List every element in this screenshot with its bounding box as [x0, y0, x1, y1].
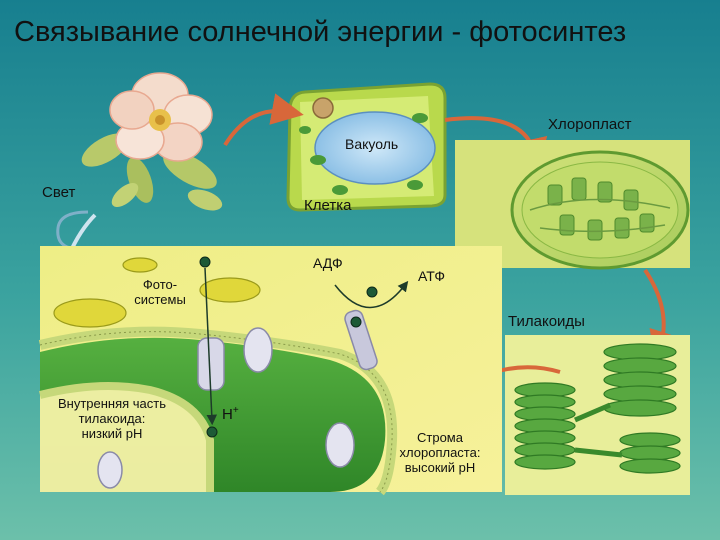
label-adp: АДФ: [313, 255, 343, 271]
label-light: Свет: [42, 184, 76, 201]
flower: [81, 72, 223, 211]
plant-cell: [286, 82, 447, 212]
label-stroma: Строма хлоропласта: высокий pH: [399, 430, 481, 475]
label-proton: H+: [222, 405, 239, 423]
label-atp: АТФ: [418, 268, 445, 284]
label-vacuole: Вакуоль: [345, 136, 399, 152]
membrane-detail-panel: [38, 246, 502, 496]
page-title: Связывание солнечной энергии - фотосинте…: [14, 16, 627, 48]
label-chloroplast: Хлоропласт: [548, 116, 632, 133]
label-photosystems: Фото- системы: [134, 277, 186, 307]
thylakoid-grana-panel: [505, 335, 690, 495]
label-cell: Клетка: [304, 197, 352, 214]
label-thylakoid-interior: Внутренняя часть тилакоида: низкий pH: [57, 396, 167, 441]
label-thylakoids: Тилакоиды: [508, 313, 585, 330]
